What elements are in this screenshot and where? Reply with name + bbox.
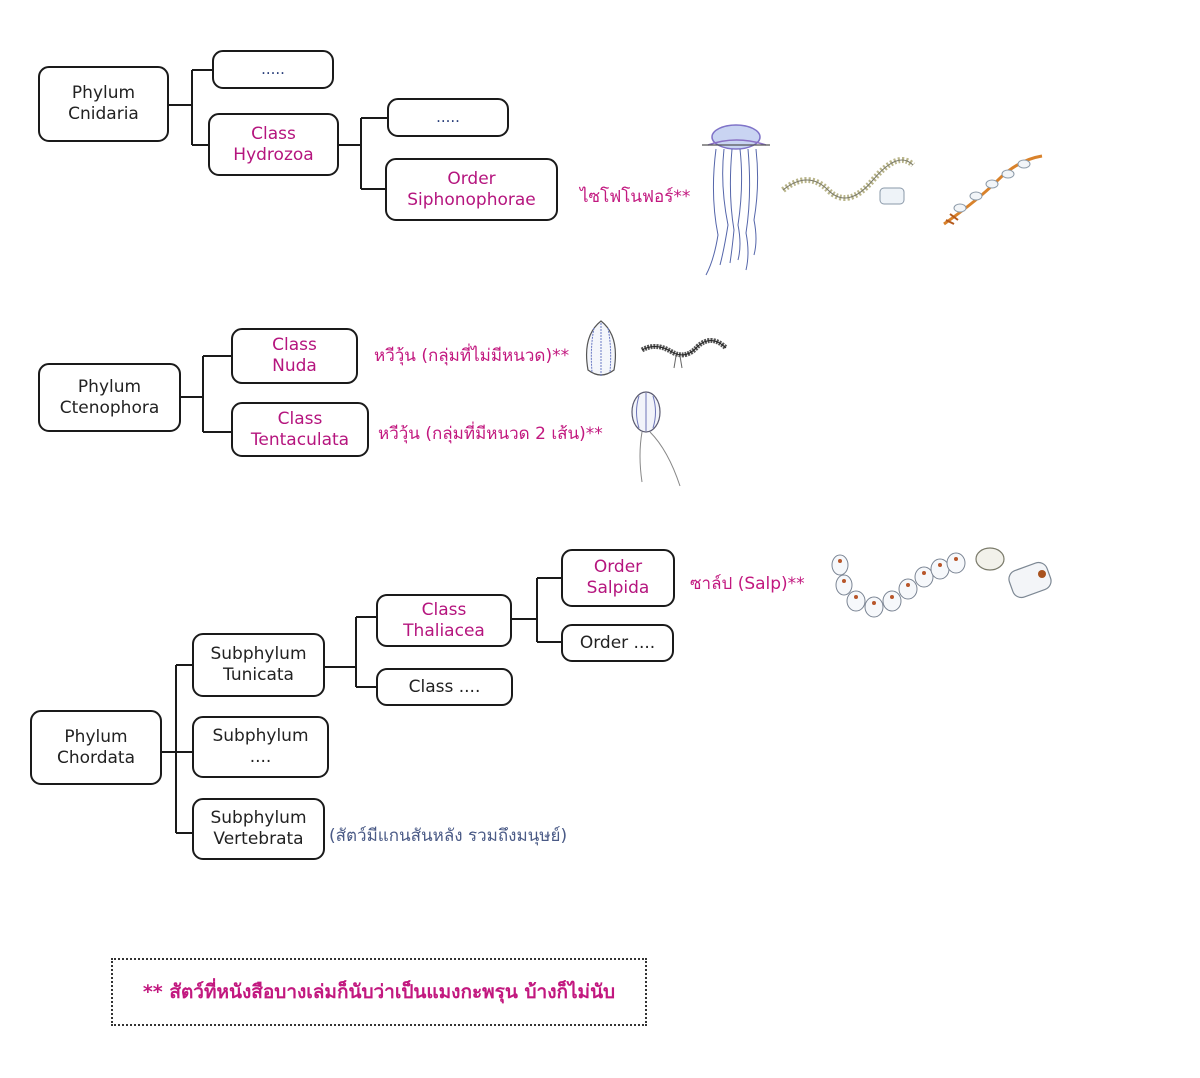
node-text: Order: [447, 168, 496, 189]
connector-hydrozoa-orders: [339, 117, 387, 190]
node-text: Thaliacea: [403, 620, 485, 641]
node-text: Chordata: [56, 747, 136, 768]
salp-chain-illustration: [831, 552, 966, 618]
node-text: Class: [277, 408, 323, 429]
label-siphonophore: ไซโฟโนฟอร์**: [580, 187, 691, 207]
ribbon-comb-jelly-illustration: [640, 338, 728, 369]
single-salp-illustration: [975, 547, 1052, 599]
node-phylum-cnidaria: Phylum Cnidaria: [38, 66, 169, 142]
node-text: Vertebrata: [213, 829, 304, 849]
footnote-box: ** สัตว์ที่หนังสือบางเล่มก็นับว่าเป็นแมง…: [111, 958, 647, 1026]
node-order-unspecified-thaliacea: Order ....: [561, 624, 674, 662]
connector-chordata-subphyla: [162, 664, 192, 834]
node-class-unspecified-cnidaria: .....: [212, 50, 334, 89]
label-salp: ซาล์ป (Salp)**: [690, 574, 805, 594]
node-order-salpida: Order Salpida: [561, 549, 675, 607]
node-text: Hydrozoa: [233, 144, 314, 165]
node-phylum-ctenophora: Phylum Ctenophora: [38, 363, 181, 432]
node-text: Subphylum: [210, 808, 307, 829]
node-order-siphonophorae: Order Siphonophorae: [385, 158, 558, 221]
node-class-tentaculata: Class Tentaculata: [231, 402, 369, 457]
beroe-comb-jelly-illustration: [585, 320, 617, 376]
vertebrata-note: (สัตว์มีแกนสันหลัง รวมถึงมนุษย์): [329, 826, 568, 846]
node-text: Phylum: [77, 376, 142, 397]
node-text: Tentaculata: [250, 429, 350, 450]
node-subphylum-unspecified: Subphylum ....: [192, 716, 329, 778]
node-text: Phylum: [64, 726, 128, 747]
node-subphylum-tunicata: Subphylum Tunicata: [192, 633, 325, 697]
siphonophore-colony-illustration: [781, 157, 916, 205]
connector-cnidaria-classes: [169, 69, 212, 146]
node-subphylum-vertebrata: Subphylum Vertebrata: [192, 798, 325, 860]
node-class-nuda: Class Nuda: [231, 328, 358, 384]
portuguese-man-o-war-illustration: [702, 124, 770, 276]
node-text: ....: [249, 747, 272, 767]
node-text: .....: [436, 108, 460, 127]
node-text: Nuda: [272, 356, 317, 376]
node-text: Siphonophorae: [407, 189, 536, 210]
node-text: Class ....: [408, 676, 481, 697]
node-text: Ctenophora: [59, 397, 160, 418]
node-text: Salpida: [586, 578, 650, 598]
node-text: Order: [593, 557, 643, 578]
node-class-hydrozoa: Class Hydrozoa: [208, 113, 339, 176]
node-text: Tunicata: [223, 665, 294, 685]
node-text: Class: [251, 123, 296, 144]
siphonophore-orange-illustration: [943, 154, 1043, 226]
label-tentaculata-common-name: หวีวุ้น (กลุ่มที่มีหนวด 2 เส้น)**: [378, 424, 603, 444]
node-text: Class: [421, 599, 467, 620]
connector-ctenophora-classes: [181, 355, 231, 433]
connector-thaliacea-orders: [512, 577, 561, 643]
node-text: Subphylum: [210, 644, 307, 665]
label-nuda-common-name: หวีวุ้น (กลุ่มที่ไม่มีหนวด)**: [374, 346, 570, 366]
node-text: Class: [272, 335, 317, 356]
node-text: Order ....: [579, 632, 656, 653]
footnote-text: ** สัตว์ที่หนังสือบางเล่มก็นับว่าเป็นแมง…: [142, 981, 616, 1003]
node-class-thaliacea: Class Thaliacea: [376, 594, 512, 647]
node-text: Phylum: [71, 83, 136, 104]
node-phylum-chordata: Phylum Chordata: [30, 710, 162, 785]
node-text: Cnidaria: [68, 104, 139, 124]
connector-tunicata-classes: [325, 616, 376, 688]
node-order-unspecified-hydrozoa: .....: [387, 98, 509, 137]
node-text: .....: [261, 60, 285, 79]
tentaculate-comb-jelly-illustration: [631, 391, 681, 487]
node-text: Subphylum: [212, 726, 309, 747]
node-class-unspecified-tunicata: Class ....: [376, 668, 513, 706]
